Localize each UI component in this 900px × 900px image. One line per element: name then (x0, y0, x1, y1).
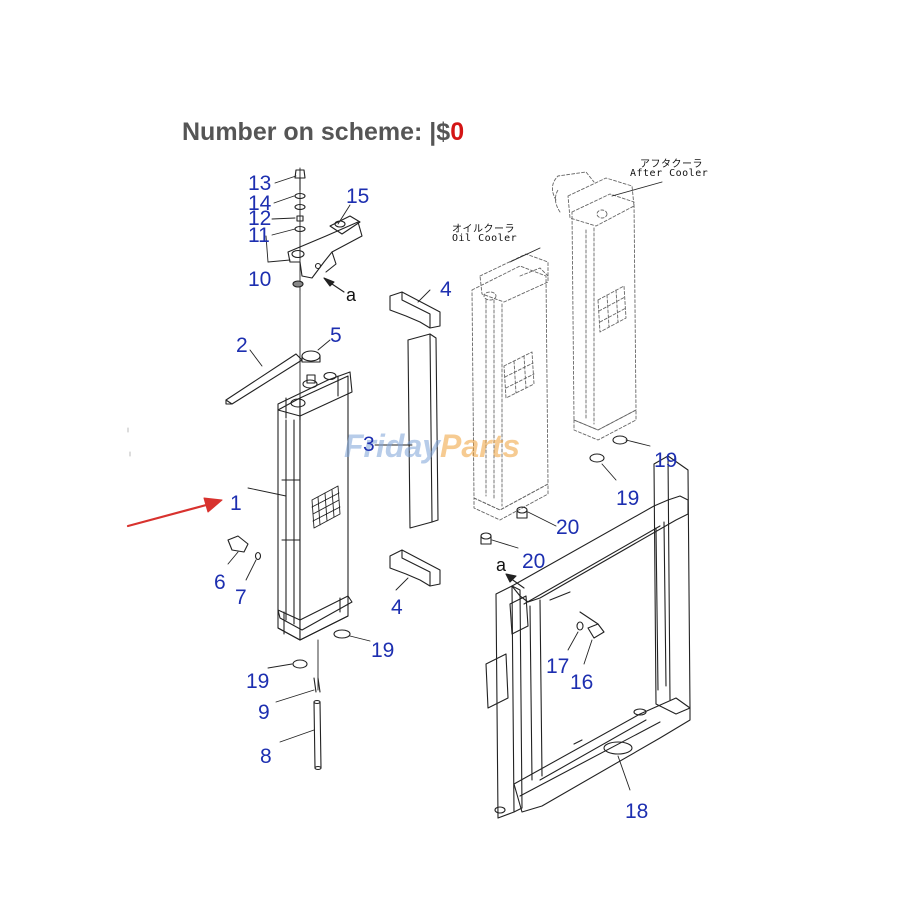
callout-1: 1 (230, 492, 242, 515)
callout-20-lower: 20 (522, 550, 546, 573)
leader-lines (227, 175, 663, 791)
callout-14: 14 (248, 192, 272, 215)
scheme-heading-label: Number on scheme: (182, 118, 423, 146)
callout-13: 13 (248, 172, 272, 195)
washer-part-17 (576, 621, 584, 631)
callout-20-upper: 20 (556, 516, 580, 539)
oil-cooler (471, 253, 549, 521)
callout-18: 18 (625, 800, 649, 823)
scheme-value-prefix: $ (436, 118, 451, 146)
washer-19b (612, 435, 628, 445)
washer-19a (333, 629, 351, 639)
after-cooler (552, 171, 637, 441)
callout-11: 11 (248, 224, 270, 247)
callout-19-frame: 19 (654, 449, 678, 472)
spacer-20b (480, 532, 492, 545)
callout-19-bottom: 19 (246, 670, 270, 693)
bolt-part-16 (579, 611, 605, 639)
spacer-20a (516, 506, 528, 519)
frame-part-18 (485, 455, 691, 819)
callout-19-cooler: 19 (616, 487, 640, 510)
scheme-value-glyph: 0 (450, 118, 465, 146)
scheme-heading-bar: | (429, 118, 437, 146)
callout-2: 2 (236, 334, 248, 357)
bar-part-2 (225, 353, 303, 405)
scheme-number-value: $0 (436, 118, 464, 146)
oil-cooler-en-label: Oil Cooler (452, 233, 518, 244)
seal-strip-3 (407, 333, 439, 529)
callout-16: 16 (570, 671, 594, 694)
oil-cooler-jp-label: オイルクーラ (452, 224, 515, 235)
after-cooler-jp-label: アフタクーラ (640, 159, 703, 170)
detail-a-label-frame: a (496, 555, 507, 575)
callout-15: 15 (346, 185, 370, 208)
pin-part-9 (313, 677, 321, 693)
fridayparts-watermark: FridayParts (344, 428, 520, 465)
callout-6: 6 (214, 571, 226, 594)
callout-12: 12 (248, 207, 272, 230)
red-pointer-arrow (126, 497, 223, 528)
seal-clip-bottom (389, 549, 441, 587)
watermark-part1: Friday (344, 428, 441, 464)
callout-4-top: 4 (440, 278, 452, 301)
callout-5: 5 (330, 324, 342, 347)
mounting-bracket (287, 215, 363, 279)
callout-3: 3 (363, 433, 375, 456)
seal-clip-top (389, 291, 441, 329)
detail-a-arrows (323, 277, 525, 589)
callout-19-radiator: 19 (371, 639, 395, 662)
callout-9: 9 (258, 701, 270, 724)
cap-part-5 (301, 350, 321, 363)
scheme-number-heading: Number on scheme: |$0 (182, 118, 464, 147)
after-cooler-en-label: After Cooler (630, 168, 709, 179)
callout-7: 7 (235, 586, 247, 609)
scan-marks (127, 427, 131, 457)
top-bolt-stack (292, 169, 306, 288)
rod-part-8 (313, 699, 322, 771)
callout-4-bottom: 4 (391, 596, 403, 619)
drain-valve (227, 535, 262, 561)
callout-17: 17 (546, 655, 570, 678)
callout-10: 10 (248, 268, 272, 291)
callout-8: 8 (260, 745, 272, 768)
watermark-part2: Parts (440, 428, 521, 464)
detail-a-label-top: a (346, 285, 357, 305)
radiator-core (277, 371, 353, 641)
